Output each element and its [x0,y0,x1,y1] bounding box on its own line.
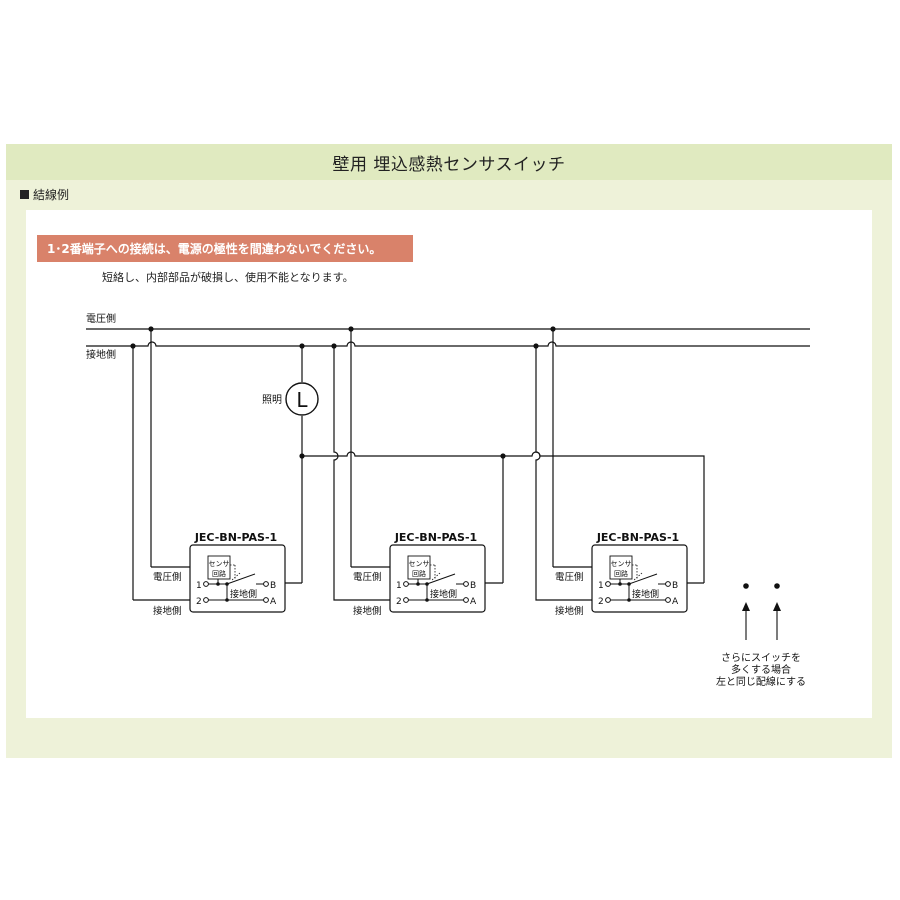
lamp-circle [285,382,319,416]
sensor-label: センサ [209,560,230,568]
terminal-2: 2 [196,597,202,607]
switch-unit-1: JEC-BN-PAS-1 電圧側 接地側 センサ 回路 接地側 1 2 B A [153,531,286,617]
inner-ground-label: 接地側 [430,588,457,600]
switch-ground-label: 接地側 [153,605,182,617]
unit2-ground-wire [333,346,390,601]
continuation-dot [743,583,749,589]
page-title: 壁用 埋込感熱センサスイッチ [332,154,566,175]
section-heading: 結線例 [20,186,69,203]
warning-banner: 1･2番端子への接続は、電源の極性を間違わないでください。 [37,235,413,262]
title-bar: 壁用 埋込感熱センサスイッチ [6,144,892,180]
switch-model: JEC-BN-PAS-1 [394,531,477,544]
ground-line [86,341,810,347]
switch-unit-3: JEC-BN-PAS-1 電圧側 接地側 センサ 回路 接地側 1 2 B A [555,531,688,617]
square-bullet-icon [20,190,29,199]
diagram-area [26,210,872,718]
switch-voltage-label: 電圧側 [153,571,182,583]
continuation-dot [774,583,780,589]
inner-ground-label: 接地側 [632,588,659,600]
switch-unit-2: JEC-BN-PAS-1 電圧側 接地側 センサ 回路 接地側 1 2 B A [353,531,486,617]
unit3-ground-wire [535,346,592,601]
terminal-2: 2 [598,597,604,607]
terminal-b: B [470,581,476,591]
warning-banner-text: 1･2番端子への接続は、電源の極性を間違わないでください。 [47,242,382,256]
section-heading-text: 結線例 [33,188,70,202]
sensor-label-2: 回路 [614,569,628,578]
terminal-b: B [270,581,276,591]
terminal-1: 1 [196,581,202,591]
note-line-2: 多くする場合 [731,663,791,676]
switch-ground-label: 接地側 [555,605,584,617]
sensor-label-2: 回路 [412,569,426,578]
terminal-a: A [270,597,277,607]
voltage-line-label: 電圧側 [86,312,116,325]
warning-subtext: 短絡し、内部部品が破損し、使用不能となります。 [102,271,354,284]
wires [86,328,810,601]
switch-ground-label: 接地側 [353,605,382,617]
junction-dots [130,326,556,459]
note-line-3: 左と同じ配線にする [716,675,806,688]
terminal-1: 1 [598,581,604,591]
sensor-label: センサ [611,560,632,568]
note-line-1: さらにスイッチを [721,652,801,664]
terminal-2: 2 [396,597,402,607]
extension-hint: さらにスイッチを 多くする場合 左と同じ配線にする [716,583,806,688]
switch-voltage-label: 電圧側 [555,571,584,583]
lamp-symbol: L [296,388,308,412]
switch-model: JEC-BN-PAS-1 [194,531,277,544]
switch-voltage-label: 電圧側 [353,571,382,583]
terminal-a: A [672,597,679,607]
lamp-label: 照明 [262,394,282,406]
switch-model: JEC-BN-PAS-1 [596,531,679,544]
sensor-label-2: 回路 [212,569,226,578]
terminal-1: 1 [396,581,402,591]
inner-ground-label: 接地側 [230,588,257,600]
terminal-a: A [470,597,477,607]
sensor-label: センサ [409,560,430,568]
terminal-b: B [672,581,678,591]
ground-line-label: 接地側 [86,348,116,361]
